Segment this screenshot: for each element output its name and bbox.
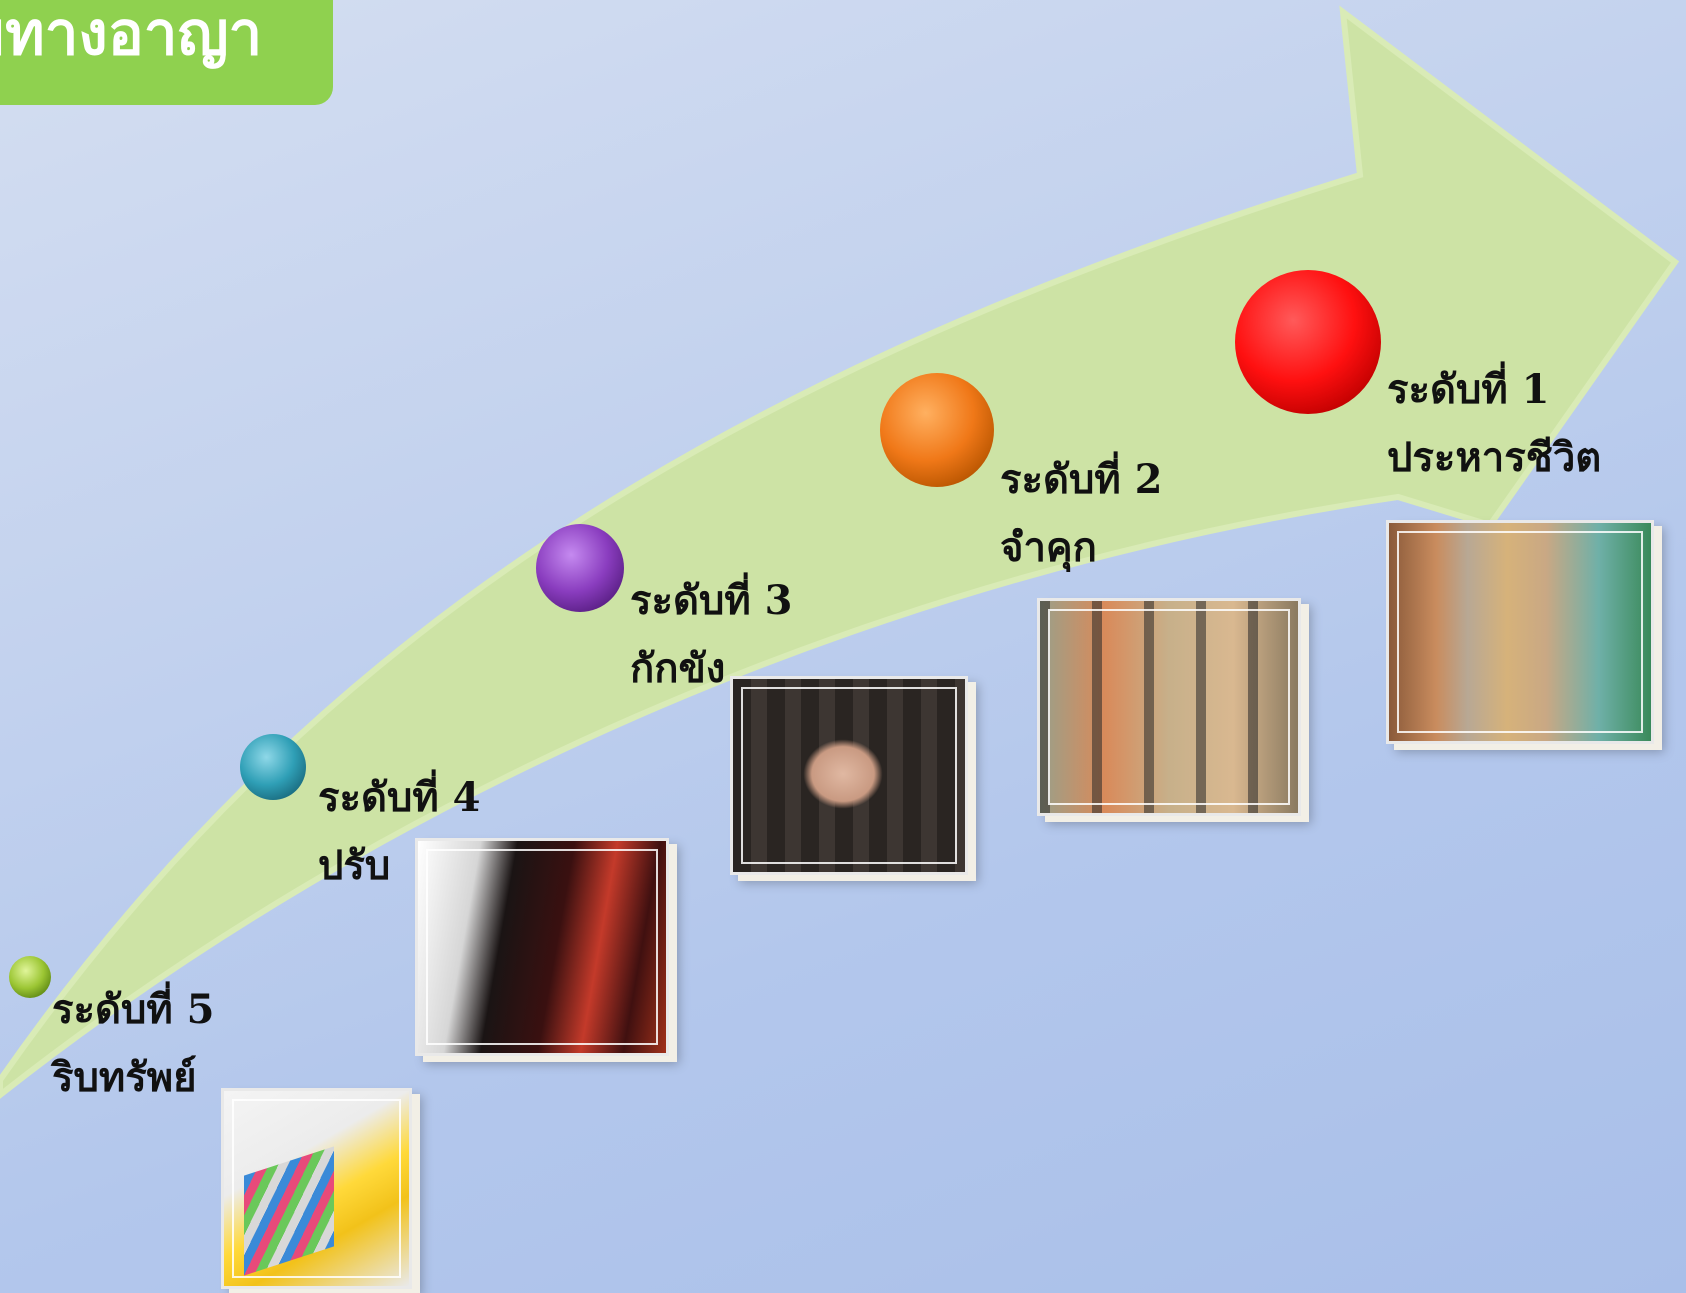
level-2-name: จำคุก <box>1000 524 1097 571</box>
title-banner: ยทางอาญา <box>0 0 333 105</box>
prisoners-behind-bars-photo <box>1037 598 1301 816</box>
level-2-heading: ระดับที่ 2 <box>1000 456 1163 503</box>
level-1-label: ระดับที่ 1 ประหารชีวิต <box>1387 356 1601 492</box>
level-5-name: ริบทรัพย์ <box>52 1054 197 1101</box>
level-4-label: ระดับที่ 4 ปรับ <box>318 764 480 900</box>
level-1-heading: ระดับที่ 1 <box>1387 366 1550 413</box>
level-2-marker <box>880 373 994 487</box>
level-4-heading: ระดับที่ 4 <box>318 774 481 821</box>
page-title: ยทางอาญา <box>0 0 263 69</box>
level-3-label: ระดับที่ 3 กักขัง <box>630 567 792 703</box>
document-folder-photo <box>221 1088 412 1289</box>
level-1-name: ประหารชีวิต <box>1387 434 1602 481</box>
level-3-heading: ระดับที่ 3 <box>630 577 793 624</box>
execution-room-photo <box>1386 520 1654 744</box>
level-5-label: ระดับที่ 5 ริบทรัพย์ <box>52 976 214 1112</box>
level-3-marker <box>536 524 624 612</box>
hands-on-bars-photo <box>730 676 968 875</box>
level-3-name: กักขัง <box>630 645 726 692</box>
arrow-shape <box>0 5 1680 1099</box>
level-4-marker <box>240 734 306 800</box>
level-1-marker <box>1235 270 1381 414</box>
level-5-heading: ระดับที่ 5 <box>52 986 215 1033</box>
level-5-marker <box>9 956 51 998</box>
traffic-police-photo <box>415 838 669 1056</box>
level-4-name: ปรับ <box>318 842 391 889</box>
level-2-label: ระดับที่ 2 จำคุก <box>1000 446 1162 582</box>
